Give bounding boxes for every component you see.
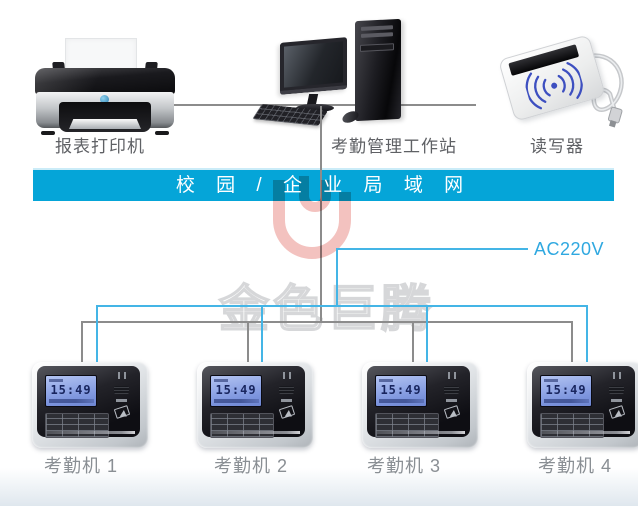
reader-body: [498, 34, 606, 122]
printer-logo-icon: [100, 95, 109, 104]
lcd-time: 15:49: [50, 383, 92, 397]
machine-label: 考勤机 1: [43, 456, 118, 476]
workstation-label: 考勤管理工作站: [331, 137, 457, 156]
panel-bottom-strip: [212, 431, 300, 434]
machine-label: 考勤机 2: [213, 456, 288, 476]
reader-label: 读写器: [530, 137, 584, 156]
data-drop: [247, 321, 249, 362]
attendance-machine: 15:49: [32, 362, 148, 448]
card-swipe-icon: [608, 404, 626, 420]
vent-grille-icon: [114, 386, 129, 394]
card-swipe-icon: [278, 404, 296, 420]
machine-keypad: [375, 413, 439, 438]
power-drop: [261, 305, 263, 362]
speaker-grille-icon: [613, 372, 622, 379]
vent-grille-icon: [279, 386, 294, 394]
vent-grille-icon: [609, 386, 624, 394]
monitor-base: [296, 104, 334, 112]
machine-keypad: [45, 413, 109, 438]
ac220v-label: AC220V: [534, 239, 605, 259]
monitor: [280, 37, 347, 95]
lcd-status-row: [214, 379, 228, 382]
machine-panel: 15:49: [532, 366, 635, 438]
panel-bottom-strip: [542, 431, 630, 434]
workstation-image: [252, 16, 408, 132]
background-gradient: [0, 468, 638, 506]
attendance-machine: 15:49: [362, 362, 478, 448]
card-area-label: [116, 399, 127, 402]
machine-panel: 15:49: [37, 366, 140, 438]
machine-label: 考勤机 3: [366, 456, 441, 476]
lcd-status-row: [544, 399, 589, 403]
data-drop: [412, 321, 414, 362]
card-area-label: [281, 399, 292, 402]
attendance-machine: 15:49: [527, 362, 638, 448]
lcd-status-row: [544, 379, 558, 382]
card-area-label: [611, 399, 622, 402]
card-swipe-icon: [443, 404, 461, 420]
machine-keypad: [540, 413, 604, 438]
watermark-text: 金色巨腾: [218, 281, 435, 337]
card-area-label: [446, 399, 457, 402]
power-drop: [96, 305, 98, 362]
machine-panel: 15:49: [367, 366, 470, 438]
speaker-grille-icon: [283, 372, 292, 379]
data-drop: [81, 321, 83, 362]
mouse: [340, 108, 361, 126]
printer-label: 报表打印机: [55, 137, 145, 156]
lcd-status-row: [379, 399, 424, 403]
data-bus: [81, 321, 573, 323]
computer-tower: [355, 18, 401, 122]
panel-bottom-strip: [377, 431, 465, 434]
cd-drive: [360, 43, 394, 52]
panel-bottom-strip: [47, 431, 135, 434]
power-bus: [96, 305, 588, 307]
monitor-screen: [284, 41, 343, 88]
printer-image: [35, 38, 175, 135]
card-swipe-icon: [113, 404, 131, 420]
watermark-logo: [273, 176, 351, 259]
machine-label: 考勤机 4: [537, 456, 612, 476]
lcd-status-row: [49, 399, 94, 403]
rfid-waves-icon: [525, 62, 583, 110]
lcd-time: 15:49: [215, 383, 257, 397]
workstation-data-line: [320, 106, 322, 322]
lcd-status-row: [49, 379, 63, 382]
printer-lid: [35, 68, 175, 95]
speaker-grille-icon: [118, 372, 127, 379]
power-drop: [586, 305, 588, 362]
lcd-time: 15:49: [545, 383, 587, 397]
printer-foot: [155, 131, 169, 135]
usb-connector: [607, 106, 623, 128]
speaker-grille-icon: [448, 372, 457, 379]
machine-keypad: [210, 413, 274, 438]
machine-lcd: 15:49: [45, 375, 97, 407]
lan-bar-label: 校 园 / 企 业 局 域 网: [175, 175, 472, 196]
power-drop: [426, 305, 428, 362]
data-drop: [571, 321, 573, 362]
printer-foot: [41, 131, 55, 135]
attendance-machine: 15:49: [197, 362, 313, 448]
drive-bay: [361, 25, 393, 31]
lcd-status-row: [214, 399, 259, 403]
printer-output-tray: [69, 119, 141, 129]
machine-lcd: 15:49: [540, 375, 592, 407]
machine-panel: 15:49: [202, 366, 305, 438]
reader-image: [498, 26, 632, 130]
power-line-horizontal: [336, 248, 528, 250]
machine-lcd: 15:49: [375, 375, 427, 407]
power-line-vertical: [336, 248, 338, 306]
machine-lcd: 15:49: [210, 375, 262, 407]
vent-grille-icon: [444, 386, 459, 394]
lcd-status-row: [379, 379, 393, 382]
lcd-time: 15:49: [380, 383, 422, 397]
drive-bay: [361, 32, 393, 38]
